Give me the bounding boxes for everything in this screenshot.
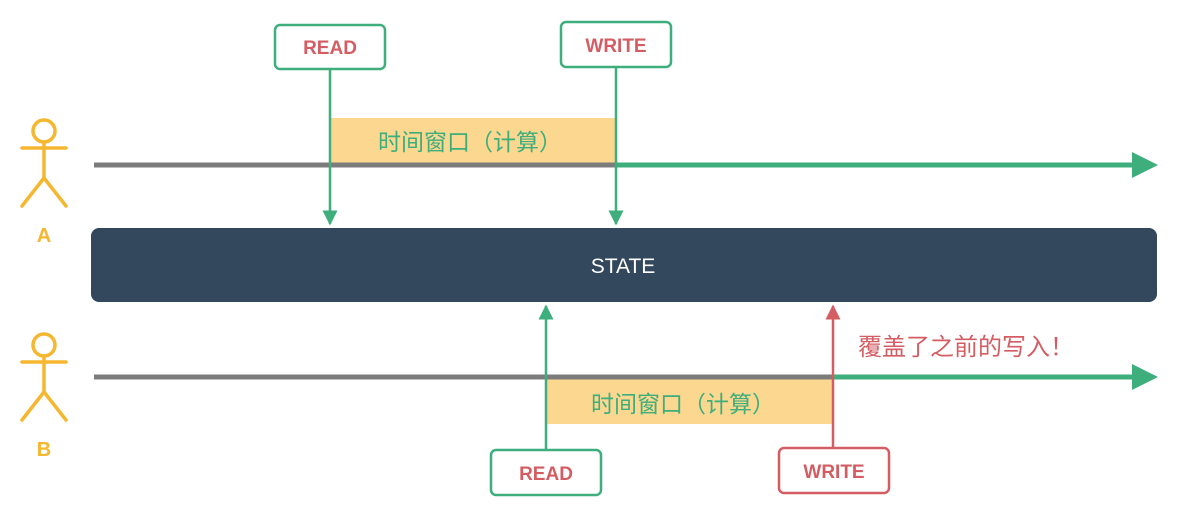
timeline-b-window-label: 时间窗口（计算） — [591, 392, 775, 418]
actor-b-label: B — [37, 439, 51, 461]
timeline-b-arrowhead — [1132, 364, 1158, 390]
actor-b-icon — [20, 332, 68, 422]
timeline-a-write-label: WRITE — [585, 36, 646, 57]
actor-a-label: A — [37, 225, 51, 247]
timeline-a-arrowhead — [1132, 152, 1158, 178]
state-bar — [91, 228, 1157, 302]
state-label: STATE — [591, 255, 656, 278]
overwrite-note: 覆盖了之前的写入！ — [858, 333, 1074, 361]
timeline-a-window — [330, 118, 615, 164]
timeline-a-window-label: 时间窗口（计算） — [378, 130, 562, 156]
actor-a-icon — [20, 118, 68, 208]
timeline-b-write-label: WRITE — [803, 462, 864, 483]
timeline-b-window — [546, 378, 833, 424]
timeline-b-read-label: READ — [519, 464, 573, 485]
timeline-a-read-label: READ — [303, 38, 357, 59]
